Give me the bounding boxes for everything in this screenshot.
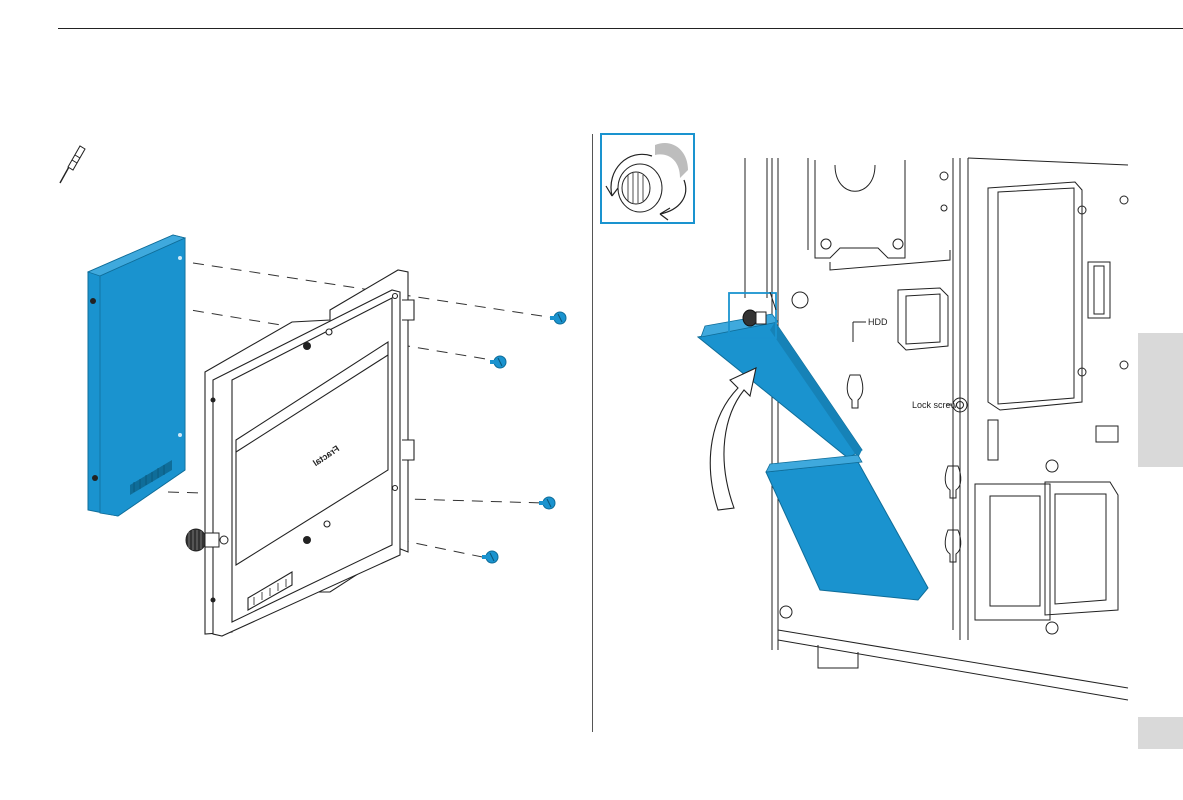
curved-arrow-icon [710,368,756,510]
ssd-drive [88,235,185,516]
drive-in-case-lower [766,455,928,600]
drive-bracket [205,270,414,636]
lock-screw-label: Lock screw [912,400,958,410]
thumbscrew-rotate-icon [601,134,694,223]
case-chassis [745,158,1128,700]
screwdriver-icon [60,146,85,183]
hdd-label: HDD [868,317,888,327]
blue-screw-icon [482,312,566,563]
